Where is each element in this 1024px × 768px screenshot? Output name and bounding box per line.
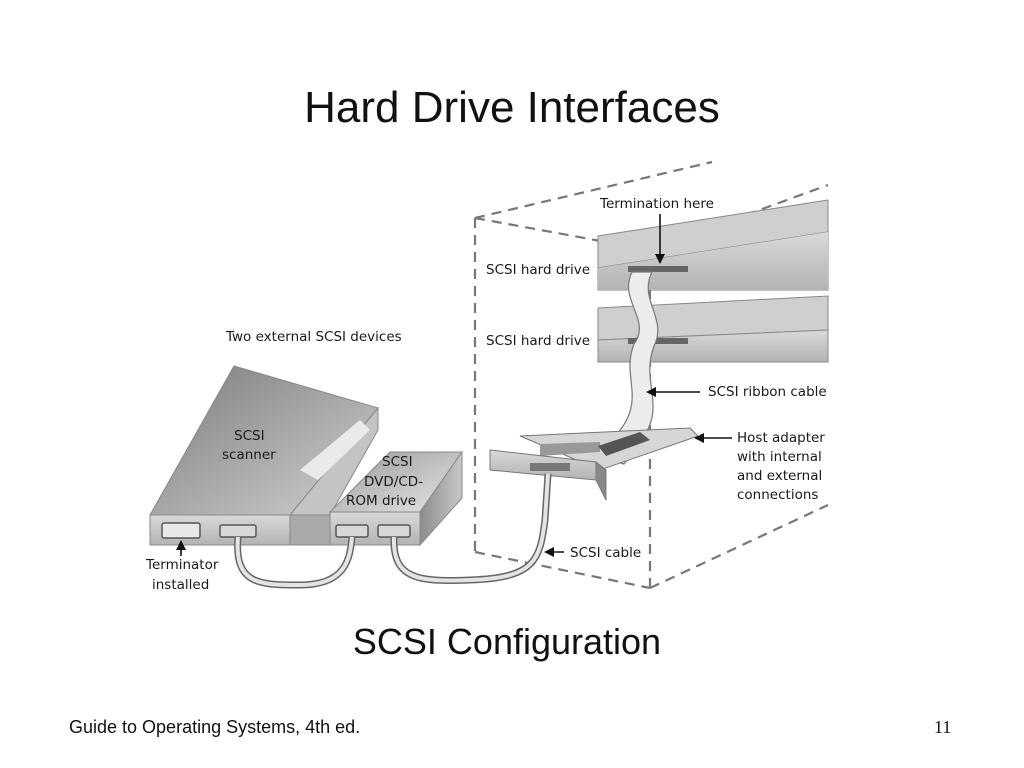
slide-title: Hard Drive Interfaces xyxy=(304,83,720,132)
label-scsi-hard-drive-top: SCSI hard drive xyxy=(486,262,590,278)
external-scsi-cables xyxy=(234,473,552,589)
label-dvd-1: SCSI xyxy=(382,454,413,470)
label-scanner-1: SCSI xyxy=(234,428,265,444)
label-terminator-2: installed xyxy=(152,577,209,593)
label-dvd-2: DVD/CD- xyxy=(364,474,423,490)
label-dvd-3: ROM drive xyxy=(346,493,416,509)
hard-drive-top xyxy=(597,199,829,291)
label-termination-here: Termination here xyxy=(599,196,714,212)
label-host-adapter-4: connections xyxy=(737,487,818,503)
scsi-scanner xyxy=(149,365,379,546)
label-two-external-devices: Two external SCSI devices xyxy=(225,329,402,345)
label-scsi-ribbon-cable: SCSI ribbon cable xyxy=(708,384,827,400)
host-adapter-card xyxy=(489,427,699,501)
footer-book-title: Guide to Operating Systems, 4th ed. xyxy=(69,717,361,737)
terminator-plug xyxy=(161,522,201,539)
diagram-caption: SCSI Configuration xyxy=(352,621,662,662)
label-host-adapter-1: Host adapter xyxy=(737,430,825,446)
label-scanner-2: scanner xyxy=(222,447,276,463)
label-scsi-cable: SCSI cable xyxy=(570,545,641,561)
page-number: 11 xyxy=(934,717,952,737)
label-host-adapter-3: and external xyxy=(737,468,822,484)
label-host-adapter-2: with internal xyxy=(737,449,822,465)
label-terminator-1: Terminator xyxy=(145,557,219,573)
label-scsi-hard-drive-bottom: SCSI hard drive xyxy=(486,333,590,349)
scsi-dvd-drive xyxy=(328,450,463,547)
callout-arrows xyxy=(176,214,732,557)
